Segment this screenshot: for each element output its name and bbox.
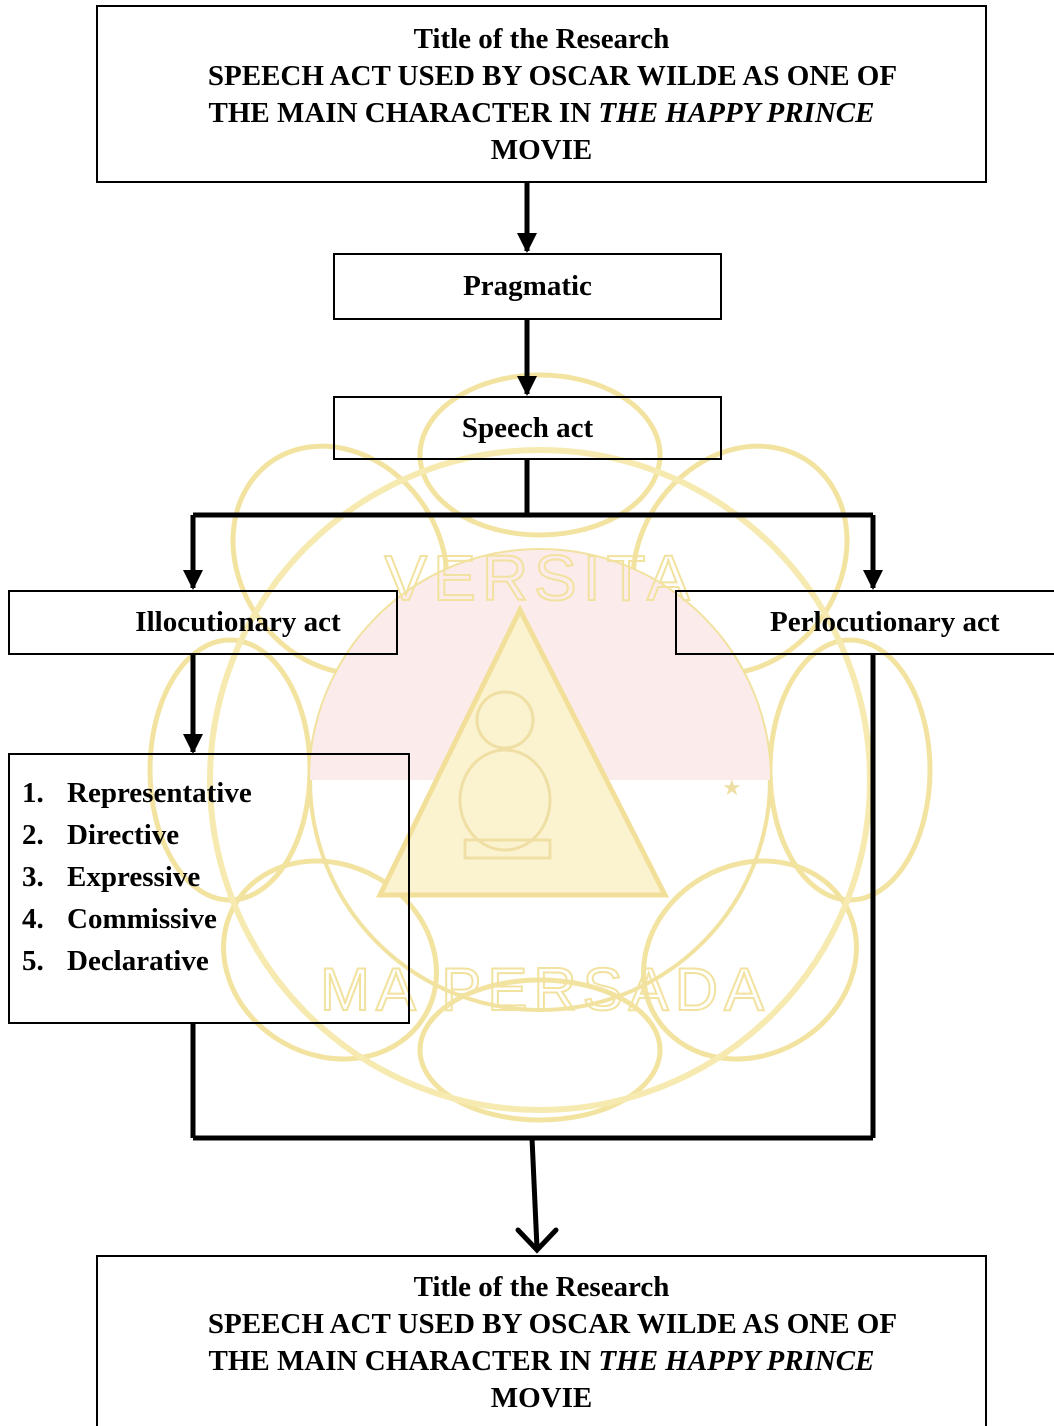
perlocutionary-act-box: Perlocutionary act bbox=[675, 590, 1054, 655]
speech-act-box: Speech act bbox=[333, 396, 722, 460]
title-line-3: MOVIE bbox=[490, 134, 593, 166]
illocutionary-types-list: 1. Representative 2. Directive 3. Expressiv… bbox=[22, 772, 408, 982]
title-movie-name: THE HAPPY PRINCE bbox=[598, 1345, 875, 1377]
seal-outer-ring bbox=[207, 447, 873, 1113]
list-item: 2. Directive bbox=[22, 814, 408, 856]
list-item: 4. Commissive bbox=[22, 898, 408, 940]
title-movie-name: THE HAPPY PRINCE bbox=[598, 97, 875, 129]
seal-text-top: VERSITA bbox=[384, 542, 695, 614]
star-icon: ★ bbox=[722, 776, 742, 801]
illocutionary-types-box: 1. Representative 2. Directive 3. Expressiv… bbox=[8, 753, 410, 1024]
title-box-bottom: Title of the Research SPEECH ACT USED BY… bbox=[96, 1255, 987, 1426]
title-line-2: THE MAIN CHARACTER IN THE HAPPY PRINCE bbox=[98, 1343, 985, 1380]
title-line-1: SPEECH ACT USED BY OSCAR WILDE AS ONE OF bbox=[207, 1308, 898, 1340]
arrow-merge-head bbox=[515, 1227, 559, 1254]
connector-merge-stem bbox=[529, 1135, 540, 1251]
speech-act-label: Speech act bbox=[461, 411, 594, 444]
pragmatic-label: Pragmatic bbox=[463, 270, 592, 302]
list-item: 5. Declarative bbox=[22, 940, 408, 982]
title-line-2-prefix: THE MAIN CHARACTER IN bbox=[208, 1345, 599, 1377]
list-item-number: 5. bbox=[22, 945, 44, 977]
list-item-label: Directive bbox=[67, 819, 180, 851]
list-item-label: Representative bbox=[67, 777, 252, 809]
list-item: 3. Expressive bbox=[22, 856, 408, 898]
title-box-top: Title of the Research SPEECH ACT USED BY… bbox=[96, 5, 987, 183]
title-line-1: SPEECH ACT USED BY OSCAR WILDE AS ONE OF bbox=[207, 60, 898, 92]
illocutionary-act-box: Illocutionary act bbox=[8, 590, 398, 655]
seal-text-bottom: MA PERSADA bbox=[320, 956, 770, 1023]
illocutionary-act-label: Illocutionary act bbox=[135, 606, 341, 638]
list-item-number: 2. bbox=[22, 819, 44, 851]
perlocutionary-act-label: Perlocutionary act bbox=[770, 606, 1000, 638]
list-item-number: 3. bbox=[22, 861, 44, 893]
list-item-number: 4. bbox=[22, 903, 44, 935]
title-line-2-prefix: THE MAIN CHARACTER IN bbox=[208, 97, 599, 129]
seal-figure bbox=[458, 690, 552, 860]
title-heading: Title of the Research bbox=[413, 23, 670, 55]
title-line-3: MOVIE bbox=[490, 1382, 593, 1414]
list-item-label: Declarative bbox=[67, 945, 209, 977]
pragmatic-box: Pragmatic bbox=[333, 253, 722, 320]
list-item: 1. Representative bbox=[22, 772, 408, 814]
list-item-label: Commissive bbox=[67, 903, 217, 935]
title-line-2: THE MAIN CHARACTER IN THE HAPPY PRINCE bbox=[98, 95, 985, 132]
title-heading: Title of the Research bbox=[413, 1271, 670, 1303]
list-item-number: 1. bbox=[22, 777, 44, 809]
list-item-label: Expressive bbox=[67, 861, 201, 893]
